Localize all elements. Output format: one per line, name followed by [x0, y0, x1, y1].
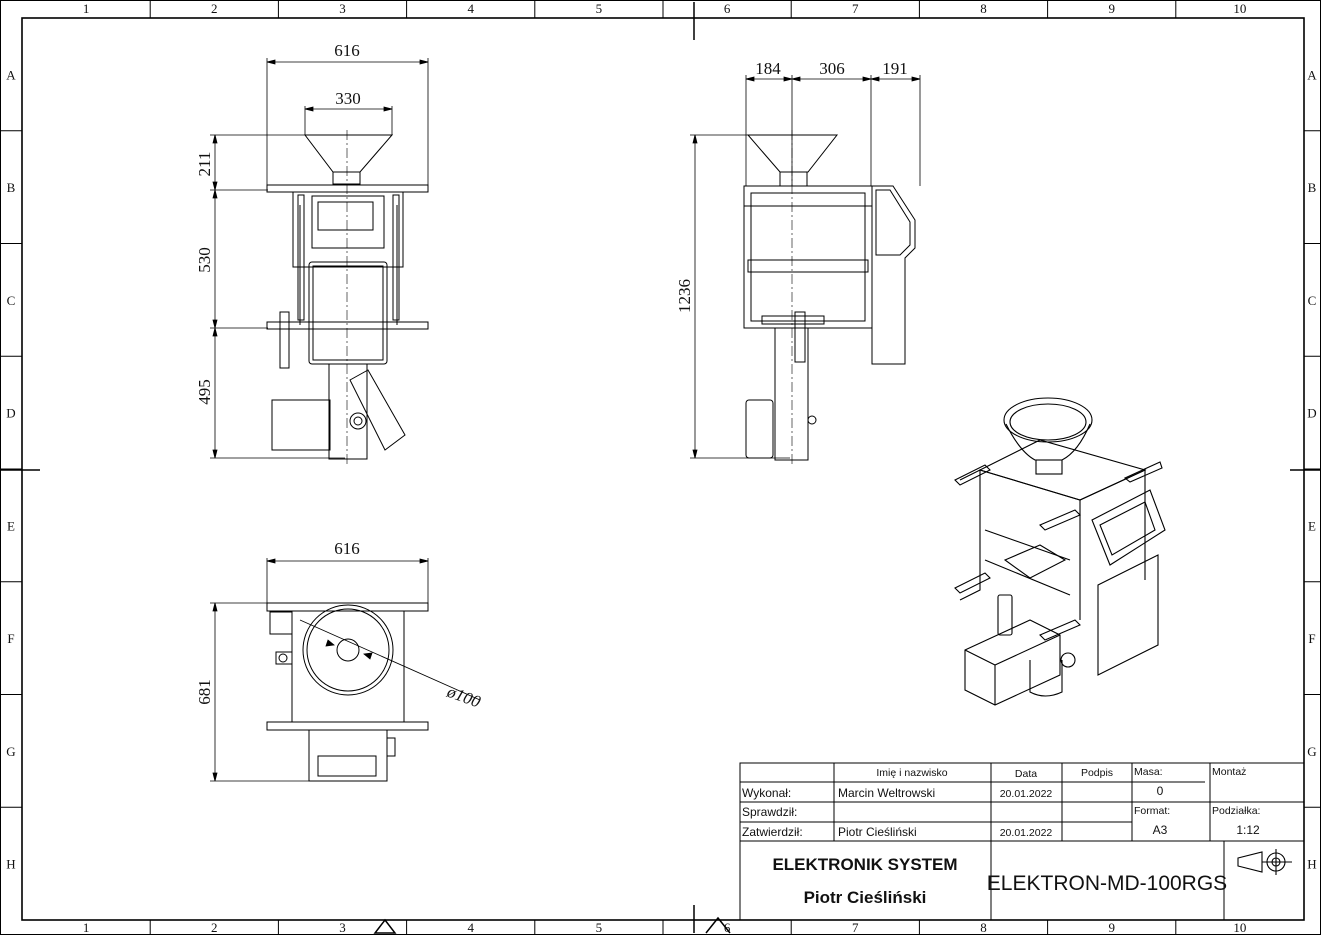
right-row-label-E: E [1308, 518, 1316, 533]
top-column-label-9: 9 [1108, 1, 1115, 16]
title-block [739, 762, 1305, 921]
made-by-date: 20.01.2022 [1000, 788, 1053, 800]
checked-by-label: Sprawdził: [742, 805, 797, 819]
bottom-column-label-1: 1 [83, 920, 90, 935]
top-column-label-2: 2 [211, 1, 218, 16]
approved-by-date: 20.01.2022 [1000, 827, 1053, 839]
top-column-label-5: 5 [596, 1, 603, 16]
inner-border [21, 17, 1305, 921]
right-row-label-G: G [1307, 744, 1316, 759]
column-labels: 1 1 2 2 3 3 4 4 5 5 6 6 7 7 8 8 9 9 10 10 [83, 1, 1247, 935]
bottom-column-label-3: 3 [339, 920, 346, 935]
projection-symbol [1237, 849, 1292, 875]
bottom-column-label-9: 9 [1108, 920, 1115, 935]
bottom-column-label-10: 10 [1233, 920, 1246, 935]
bottom-column-label-4: 4 [467, 920, 474, 935]
dimension-lines [210, 558, 481, 782]
left-row-label-A: A [6, 67, 16, 82]
right-row-label-F: F [1308, 631, 1315, 646]
total-height-dimension: 1236 [675, 279, 694, 313]
frame-height-dimension: 530 [195, 247, 214, 273]
title-block-text: Imię i nazwisko Data Podpis Masa: Montaż… [742, 766, 1260, 907]
top-column-label-6: 6 [724, 1, 731, 16]
row-labels: A A B B C C D D E E F F G G H H [6, 67, 1317, 871]
top-column-label-1: 1 [83, 1, 90, 16]
right-row-label-B: B [1308, 180, 1317, 195]
left-row-label-E: E [7, 518, 15, 533]
left-row-label-F: F [7, 631, 14, 646]
made-by-label: Wykonał: [742, 786, 791, 800]
right-row-label-A: A [1307, 67, 1317, 82]
right-row-label-D: D [1307, 406, 1316, 421]
mass-value: 0 [1157, 784, 1164, 798]
company-owner: Piotr Cieśliński [804, 888, 927, 907]
front-width-dimension: 616 [334, 41, 360, 60]
left-row-label-C: C [7, 293, 16, 308]
left-row-label-B: B [7, 180, 16, 195]
outlet-height-dimension: 495 [195, 379, 214, 405]
top-column-label-10: 10 [1233, 1, 1246, 16]
made-by-name: Marcin Weltrowski [838, 786, 935, 800]
format-value: A3 [1153, 823, 1168, 837]
hopper-width-dimension: 330 [335, 89, 361, 108]
top-column-label-4: 4 [467, 1, 474, 16]
left-row-label-H: H [6, 857, 15, 872]
drawing-number: ELEKTRON-MD-100RGS [987, 872, 1227, 895]
top-depth-dimension: 681 [195, 679, 214, 705]
top-column-label-3: 3 [339, 1, 346, 16]
header-mass: Masa: [1134, 766, 1163, 778]
dimension-lines [690, 75, 921, 459]
diameter-dimension: ø100 [444, 682, 484, 712]
header-scale: Podziałka: [1212, 805, 1260, 817]
header-assembly: Montaż [1212, 766, 1246, 778]
header-date: Data [1015, 768, 1037, 780]
top-column-label-7: 7 [852, 1, 859, 16]
top-column-label-8: 8 [980, 1, 987, 16]
right-row-label-H: H [1307, 857, 1316, 872]
right-row-label-C: C [1308, 293, 1317, 308]
front-view [210, 58, 429, 465]
dimension-lines [210, 58, 429, 459]
top-width-dimension: 616 [334, 539, 360, 558]
side-width-3: 191 [882, 59, 908, 78]
isometric-view [954, 397, 1166, 706]
hopper-height-dimension: 211 [195, 152, 214, 177]
bottom-column-label-6: 6 [724, 920, 731, 935]
side-view [690, 75, 921, 465]
top-view [210, 558, 481, 782]
scale-value: 1:12 [1236, 823, 1260, 837]
left-row-label-D: D [6, 406, 15, 421]
bottom-column-label-5: 5 [596, 920, 603, 935]
side-width-1: 184 [755, 59, 781, 78]
approved-by-label: Zatwierdził: [742, 825, 803, 839]
bottom-column-label-2: 2 [211, 920, 218, 935]
header-signature: Podpis [1081, 767, 1113, 779]
company-name: ELEKTRONIK SYSTEM [772, 855, 957, 874]
bottom-column-label-7: 7 [852, 920, 859, 935]
header-name: Imię i nazwisko [876, 767, 947, 779]
side-width-2: 306 [819, 59, 845, 78]
approved-by-name: Piotr Cieśliński [838, 825, 917, 839]
left-row-label-G: G [6, 744, 15, 759]
header-format: Format: [1134, 805, 1170, 817]
bottom-column-label-8: 8 [980, 920, 987, 935]
